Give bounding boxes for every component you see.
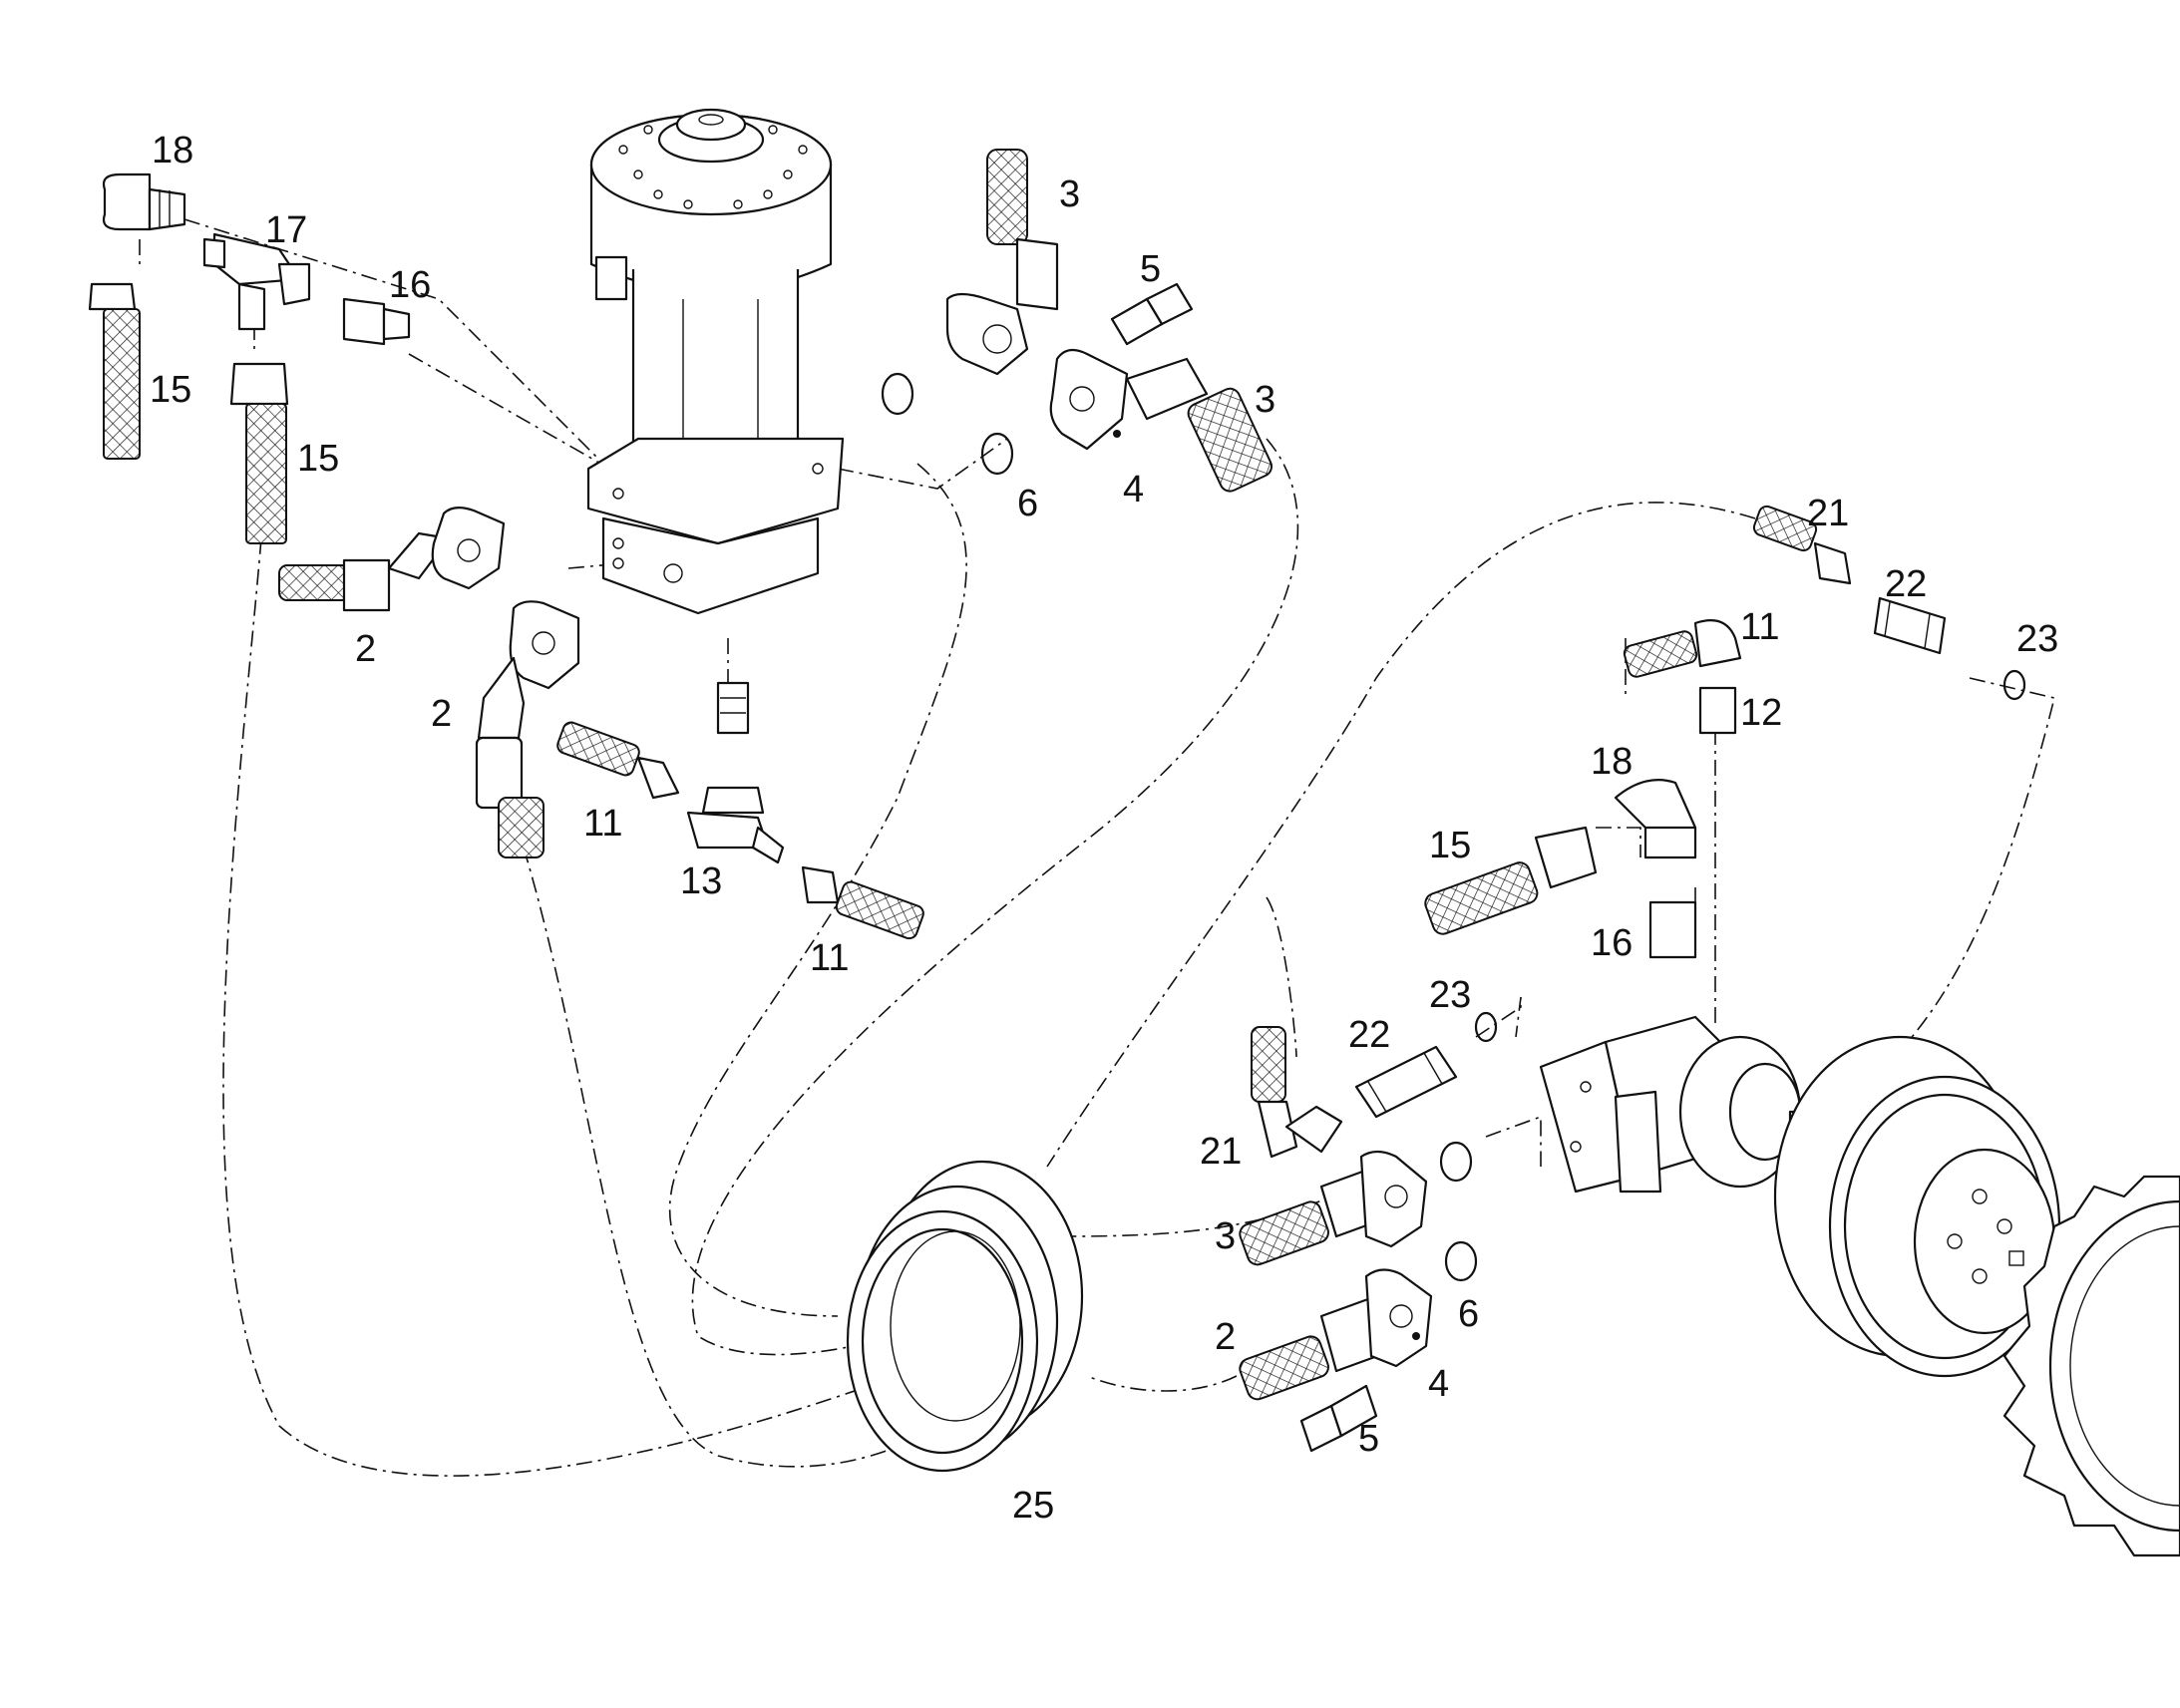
- oring-23b: [1474, 1011, 1498, 1043]
- hose-fitting-11b: [801, 865, 924, 940]
- hose-fitting-11a: [556, 721, 680, 800]
- callout-15: 15: [1429, 825, 1471, 866]
- hose-15a: [88, 282, 141, 460]
- flange-hose-3a: [945, 149, 1059, 376]
- oring-6c: [1439, 1141, 1473, 1183]
- callout-15: 15: [150, 369, 191, 411]
- hose-15b: [229, 362, 289, 544]
- flange-hose-2c: [1239, 1268, 1433, 1401]
- callout-11: 11: [583, 803, 622, 845]
- sprocket: [2002, 1175, 2180, 1557]
- callout-2: 2: [431, 693, 452, 735]
- oring-6b: [980, 432, 1014, 476]
- flange-marker-4a: [1113, 430, 1121, 438]
- callout-5: 5: [1140, 248, 1161, 290]
- callout-23: 23: [1429, 974, 1471, 1016]
- callout-4: 4: [1123, 469, 1144, 511]
- oring-23a: [2002, 669, 2026, 701]
- travel-motor: [1539, 1015, 1817, 1194]
- check-valve-22a: [1873, 596, 1947, 655]
- screw-5b: [1299, 1384, 1378, 1453]
- callout-17: 17: [265, 209, 307, 251]
- callout-3: 3: [1215, 1215, 1236, 1257]
- callout-23: 23: [2016, 618, 2058, 660]
- callout-6: 6: [1017, 483, 1038, 524]
- callout-25: 25: [1012, 1485, 1054, 1527]
- callout-22: 22: [1885, 563, 1927, 605]
- adapter-pair-center: [716, 681, 750, 735]
- flange-hose-2b: [475, 600, 580, 858]
- adapter-12: [1698, 686, 1737, 735]
- callout-21: 21: [1807, 493, 1849, 534]
- callout-12: 12: [1740, 692, 1782, 734]
- callout-22: 22: [1348, 1014, 1390, 1056]
- elbow-fitting-18b: [1614, 779, 1697, 859]
- callout-18: 18: [152, 130, 193, 171]
- callout-21: 21: [1200, 1131, 1242, 1173]
- elbow-fitting-11c: [1623, 619, 1742, 678]
- final-drive: [1773, 1035, 2061, 1378]
- callout-15: 15: [297, 438, 339, 480]
- assembly-leader-lines: [139, 218, 2055, 1477]
- tee-fitting-17: [202, 232, 311, 331]
- callout-5: 5: [1358, 1418, 1379, 1460]
- hose-fitting-21b: [1251, 1026, 1343, 1159]
- callout-16: 16: [1591, 922, 1633, 964]
- flange-hose-2a: [278, 507, 506, 612]
- callout-11: 11: [1740, 606, 1779, 648]
- callout-3: 3: [1255, 379, 1275, 421]
- adapter-16a: [342, 297, 411, 346]
- callout-labels: 18 17 16 15 15 3 5 3 4 6 2 2 11 13 11 21…: [150, 130, 2058, 1527]
- oring-6d: [1444, 1240, 1478, 1282]
- hose-fitting-15c: [1424, 826, 1598, 935]
- oring-6a: [881, 372, 914, 416]
- callout-16: 16: [389, 264, 431, 306]
- idler-wheel-25: [846, 1160, 1084, 1473]
- callout-3: 3: [1059, 173, 1080, 215]
- callout-6: 6: [1458, 1293, 1479, 1335]
- hose-fitting-21a: [1752, 505, 1852, 585]
- callout-11: 11: [810, 937, 849, 979]
- callout-2: 2: [1215, 1316, 1236, 1358]
- callout-2: 2: [355, 628, 376, 670]
- elbow-fitting-18a: [102, 172, 186, 231]
- check-valve-22b: [1354, 1045, 1458, 1119]
- flange-hose-3c: [1239, 1150, 1428, 1266]
- flange-marker-4b: [1412, 1332, 1420, 1340]
- tee-fitting-13: [686, 786, 785, 864]
- screw-5a: [1110, 282, 1194, 346]
- swivel-joint: [586, 108, 845, 615]
- callout-4: 4: [1428, 1363, 1449, 1405]
- callout-18: 18: [1591, 741, 1633, 783]
- callout-13: 13: [680, 860, 722, 902]
- flange-hose-3b: [1049, 348, 1273, 493]
- adapter-16b: [1648, 900, 1697, 959]
